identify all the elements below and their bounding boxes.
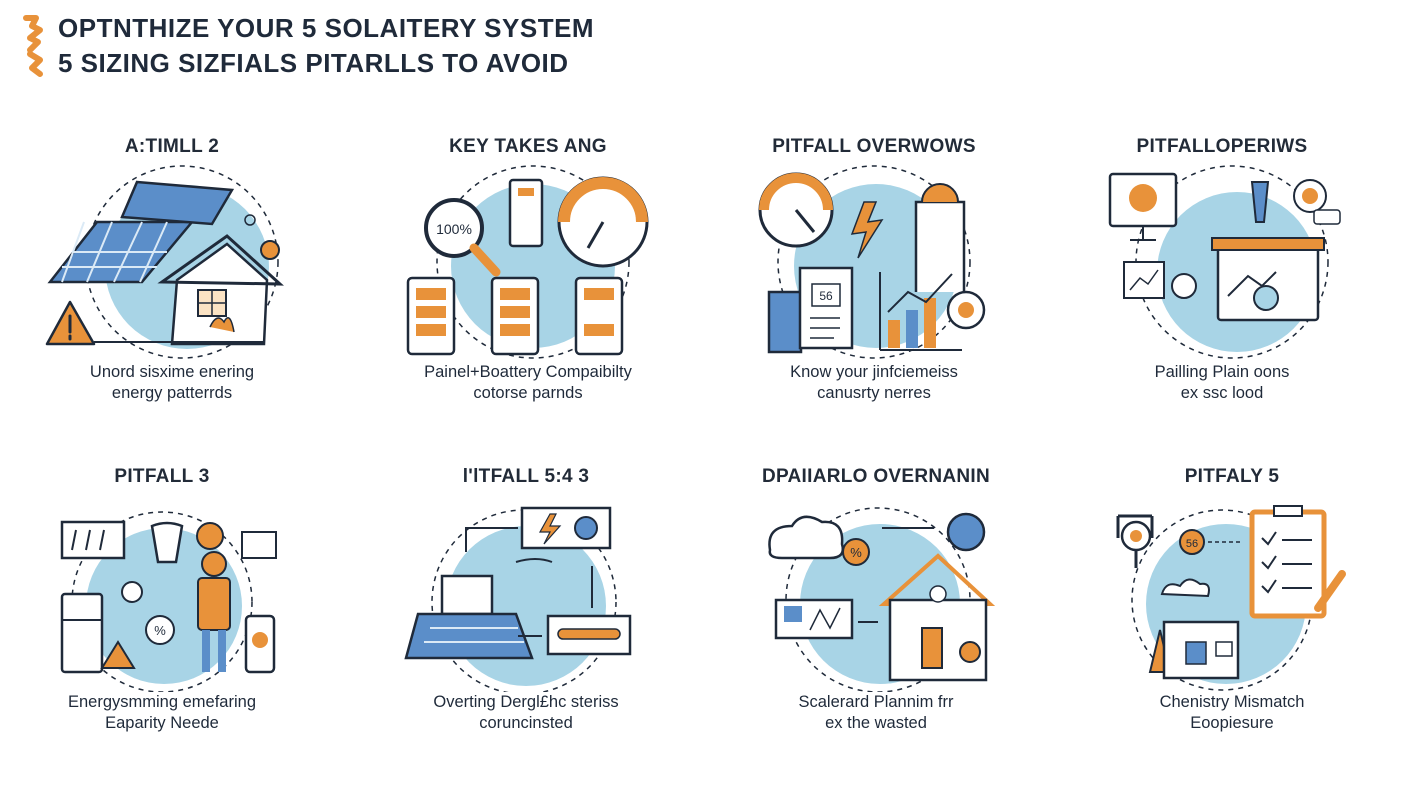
overloading-illustration — [404, 506, 632, 692]
card-caption-line-2: canusrty nerres — [817, 384, 931, 402]
card-caption-line-1: Know your jinfciemeiss — [790, 363, 958, 381]
lightning-icon — [850, 201, 884, 259]
laptop-icon — [404, 612, 534, 660]
card-title: PITFALL OVERWOWS — [772, 136, 976, 157]
card-caption-line-2: ex the wasted — [825, 714, 927, 732]
card-caption-line-2: coruncinsted — [479, 714, 573, 732]
card-caption-line-1: Painel+Boattery Compaibilty — [424, 363, 632, 381]
pitfall-card-6: l'lTFALL 5:4 3 Overting Dergl£hc steriss… — [356, 466, 696, 796]
card-caption-line-1: Energysmming emefaring — [68, 693, 256, 711]
card-title: KEY TAKES ANG — [449, 136, 607, 157]
card-caption-line-2: Eoopiesure — [1190, 714, 1274, 732]
chemistry-mismatch-illustration: 56 — [1116, 505, 1346, 691]
card-title: PITFALLOPERIWS — [1136, 136, 1308, 157]
card-title: PITFALY 5 — [1184, 466, 1280, 487]
scalable-planning-illustration: % — [768, 507, 996, 692]
battery-compatibility-illustration: 100% — [406, 165, 649, 359]
card-title: DPAIIARLO OVERNANIN — [761, 466, 991, 487]
capacity-overview-illustration: 56 — [758, 165, 986, 359]
brand-logo-icon — [23, 15, 43, 77]
card-title: A:TIMLL 2 — [124, 136, 220, 157]
percent-badge: % — [154, 623, 166, 638]
pitfall-card-3: PITFALL OVERWOWS 56 Know your jinfciemei… — [704, 136, 1044, 466]
card-caption-line-2: cotorse parnds — [473, 384, 583, 402]
meter-badge: 56 — [819, 289, 833, 303]
magnifier-badge: 100% — [436, 221, 472, 237]
percent-badge: % — [850, 545, 862, 560]
pitfall-card-2: KEY TAKES ANG 100% Painel+Boattery Compa… — [358, 136, 698, 466]
card-title: PITFALL 3 — [114, 466, 210, 487]
pitfall-card-4: PITFALLOPERIWS Pailling Plain oons ex ss… — [1052, 136, 1392, 466]
card-caption-line-2: ex ssc lood — [1180, 384, 1264, 402]
cloud-icon — [768, 515, 844, 560]
pitfall-card-5: PITFALL 3 % Energysmming emefaring Eapar… — [0, 466, 332, 796]
card-caption-line-1: Overting Dergl£hc steriss — [433, 693, 619, 711]
card-title: l'lTFALL 5:4 3 — [462, 466, 590, 487]
lightbulb-icon — [150, 521, 184, 564]
card-caption-line-1: Unord sisxime enering — [89, 363, 255, 381]
cell-badge: 56 — [1186, 538, 1198, 550]
energy-consumption-illustration: % — [60, 511, 277, 692]
pitfall-card-1: A:TIMLL 2 Unord sisxime enering energy p… — [2, 136, 342, 466]
pitfall-card-7: DPAIIARLO OVERNANIN % Scalerard Plannim … — [706, 466, 1046, 796]
card-caption-line-2: energy patterrds — [111, 384, 233, 402]
card-caption-line-1: Chenistry Mismatch — [1159, 693, 1305, 711]
card-caption-line-2: Eaparity Neede — [105, 714, 219, 732]
battery-icon — [406, 276, 456, 356]
page-title-line-2: 5 SIZING SIZFIALS PITARLLS TO AVOID — [58, 48, 569, 78]
page-title-line-1: OPTNTHIZE YOUR 5 SOLAITERY SYSTEM — [58, 13, 595, 43]
card-caption-line-1: Scalerard Plannim frr — [798, 693, 954, 711]
card-caption-line-1: Pailling Plain oons — [1154, 363, 1290, 381]
load-planning-illustration — [1108, 165, 1341, 359]
pitfall-card-8: PITFALY 5 56 Chenistry Mismatch Eoopiesu… — [1062, 466, 1402, 796]
solar-house-illustration — [45, 165, 284, 359]
